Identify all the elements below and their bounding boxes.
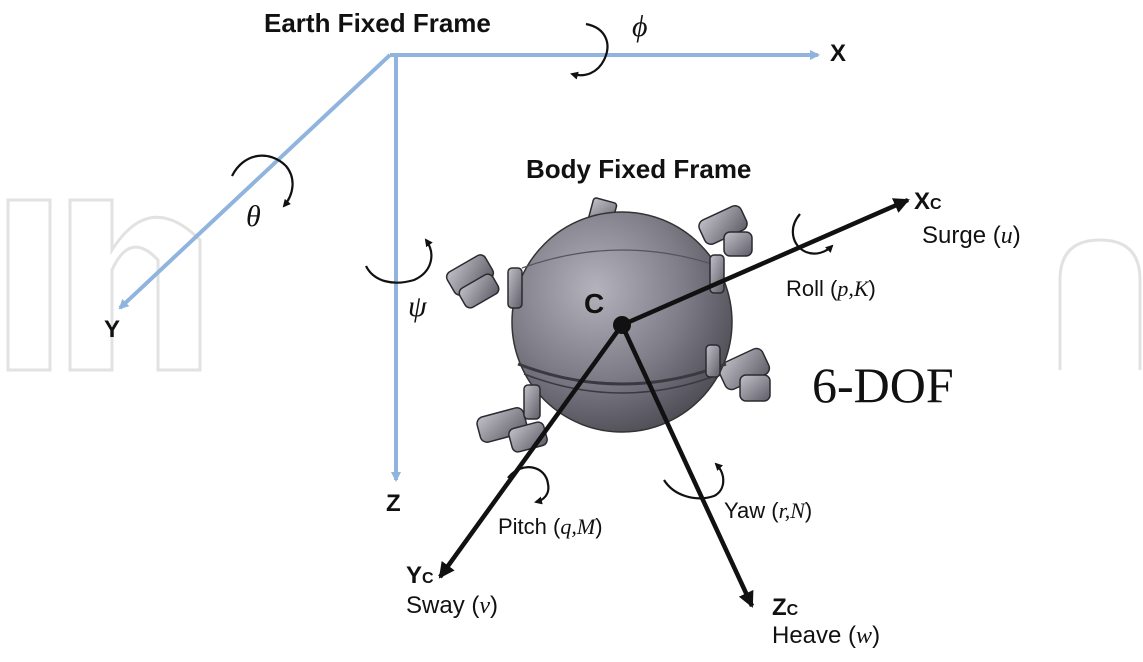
yaw-arrow-icon <box>663 462 725 500</box>
watermark-logo <box>6 198 1142 372</box>
body-frame-title: Body Fixed Frame <box>526 154 752 184</box>
xc-axis-label: XC <box>914 188 942 215</box>
body-zc-axis <box>619 324 755 608</box>
body-xc-axis <box>621 197 910 328</box>
earth-frame-title: Earth Fixed Frame <box>264 8 491 38</box>
earth-rotation-arrows <box>231 22 609 284</box>
body-origin-label: C <box>584 288 605 319</box>
yaw-label: Yaw (r,N) <box>724 498 813 523</box>
roll-label: Roll (p,K) <box>786 276 876 301</box>
body-frame-axes <box>438 197 910 608</box>
hull-seam <box>517 362 727 386</box>
yc-axis-label: YC <box>406 562 434 589</box>
heave-label: Heave (w) <box>772 622 881 649</box>
surge-label: Surge (u) <box>922 222 1021 249</box>
thrusters <box>445 197 771 453</box>
pitch-arrow-icon <box>507 466 550 505</box>
rot-z-label: ψ <box>408 290 427 323</box>
dof-label: 6-DOF <box>812 357 954 413</box>
body-origin-dot <box>613 316 631 334</box>
zc-axis-label: ZC <box>772 594 799 621</box>
sway-label: Sway (v) <box>406 592 499 619</box>
pitch-label: Pitch (q,M) <box>498 514 603 539</box>
earth-x-label: X <box>830 40 847 67</box>
earth-frame-axes <box>118 50 820 482</box>
rot-x-arrow-icon <box>570 22 609 80</box>
rot-z-arrow-icon <box>365 238 433 284</box>
earth-y-label: Y <box>104 316 121 343</box>
vehicle-model <box>445 197 771 453</box>
body-rotation-arrows <box>507 213 834 505</box>
rot-y-label: θ <box>246 200 261 233</box>
front-thrusters <box>507 254 725 420</box>
roll-arrow-icon <box>791 213 834 255</box>
body-yc-axis <box>438 323 624 579</box>
rot-y-arrow-icon <box>231 154 294 208</box>
rot-x-label: ϕ <box>632 10 648 43</box>
earth-y-axis <box>118 53 392 310</box>
earth-z-label: Z <box>386 490 401 517</box>
